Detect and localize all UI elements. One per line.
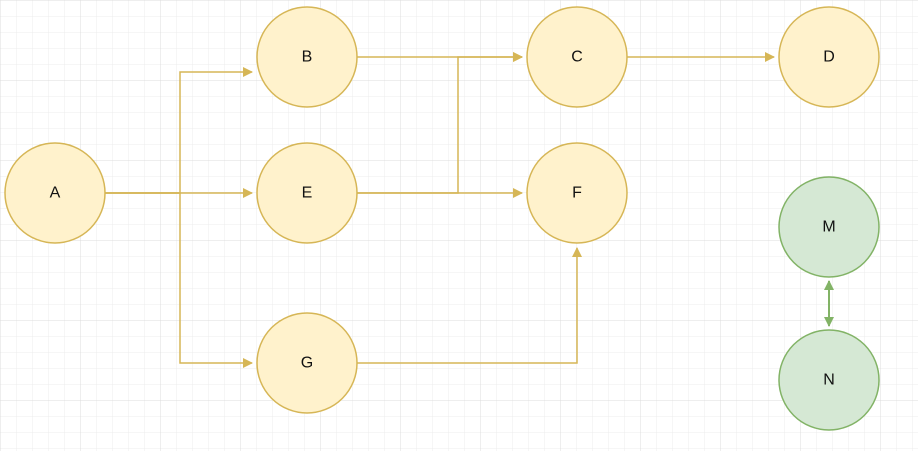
node-N-label: N (823, 372, 835, 389)
node-N[interactable]: N (778, 329, 880, 431)
edge-a-g[interactable] (105, 192, 253, 368)
node-F[interactable]: F (526, 142, 628, 244)
edges-layer (105, 52, 834, 368)
node-C[interactable]: C (526, 6, 628, 108)
nodes-layer: A B C D E F G (4, 6, 880, 431)
edge-g-f[interactable] (357, 247, 582, 364)
node-E-label: E (302, 185, 313, 202)
node-C-label: C (571, 49, 583, 66)
node-E[interactable]: E (256, 142, 358, 244)
node-D-label: D (823, 49, 835, 66)
node-G-label: G (301, 355, 313, 372)
node-G[interactable]: G (256, 312, 358, 414)
node-A-label: A (50, 185, 61, 202)
node-B[interactable]: B (256, 6, 358, 108)
node-F-label: F (572, 185, 582, 202)
node-M-label: M (822, 219, 835, 236)
node-M[interactable]: M (778, 176, 880, 278)
node-A[interactable]: A (4, 142, 106, 244)
node-B-label: B (302, 49, 313, 66)
node-D[interactable]: D (778, 6, 880, 108)
